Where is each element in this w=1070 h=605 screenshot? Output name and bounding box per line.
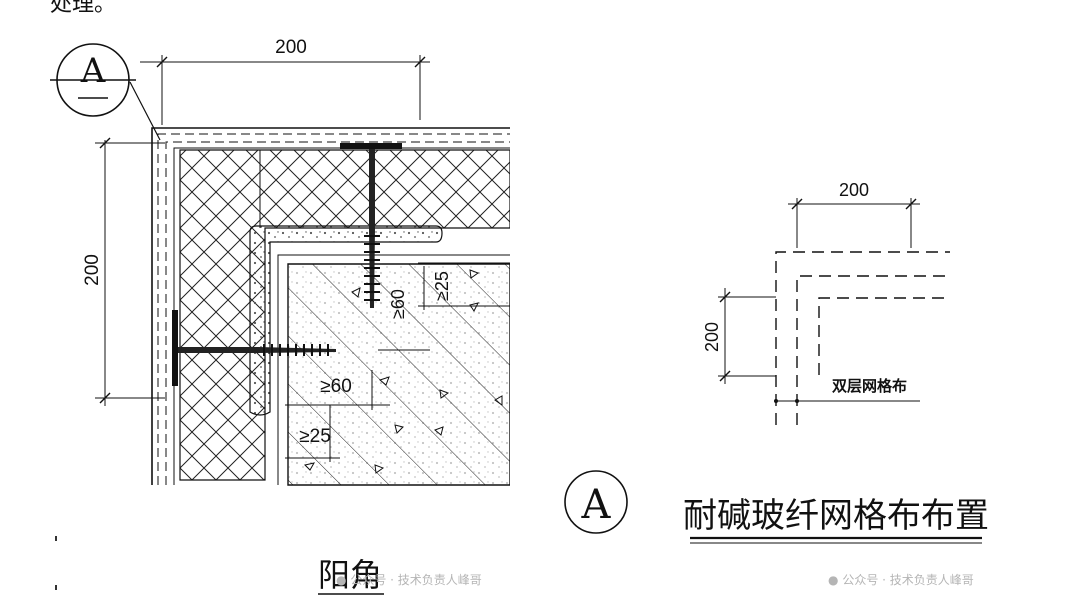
- corner-detail: A 200 200: [50, 37, 510, 595]
- mesh-title: 耐碱玻纤网格布布置: [683, 496, 989, 536]
- callout-letter: A: [80, 51, 106, 91]
- right-dim-top: 200: [839, 180, 869, 200]
- watermark-left: ● 公众号 · 技术负责人峰哥: [336, 573, 482, 587]
- dim-top-label: 200: [275, 37, 307, 58]
- edge-mark: [55, 585, 57, 590]
- dim-ge25-b: ≥25: [299, 426, 331, 447]
- dimension-top: 200: [140, 37, 430, 125]
- caption-yangjiao: 阳角: [318, 556, 382, 594]
- mesh-label: 双层网格布: [832, 377, 907, 395]
- callout-symbol: A: [50, 43, 161, 141]
- wechat-icon: ●: [336, 573, 347, 587]
- edge-mark: [55, 536, 57, 541]
- mesh-layout-detail: 200 200 双层网格布 A 耐碱玻纤网格布布置: [564, 180, 989, 544]
- dimension-left: 200: [82, 137, 165, 406]
- top-text-fragment: 处理。: [50, 0, 117, 17]
- watermark-right: ● 公众号 · 技术负责人峰哥: [828, 573, 974, 587]
- dim-ge25-a: ≥25: [432, 271, 452, 301]
- marker-letter: A: [581, 482, 612, 528]
- anchor-vertical: [340, 143, 402, 308]
- wechat-icon: ●: [828, 573, 839, 587]
- dim-left-label: 200: [82, 254, 103, 286]
- dim-ge60-b: ≥60: [320, 376, 352, 397]
- dim-ge60-a: ≥60: [388, 289, 408, 319]
- anchor-horizontal: [172, 310, 336, 386]
- right-dim-left: 200: [702, 322, 722, 352]
